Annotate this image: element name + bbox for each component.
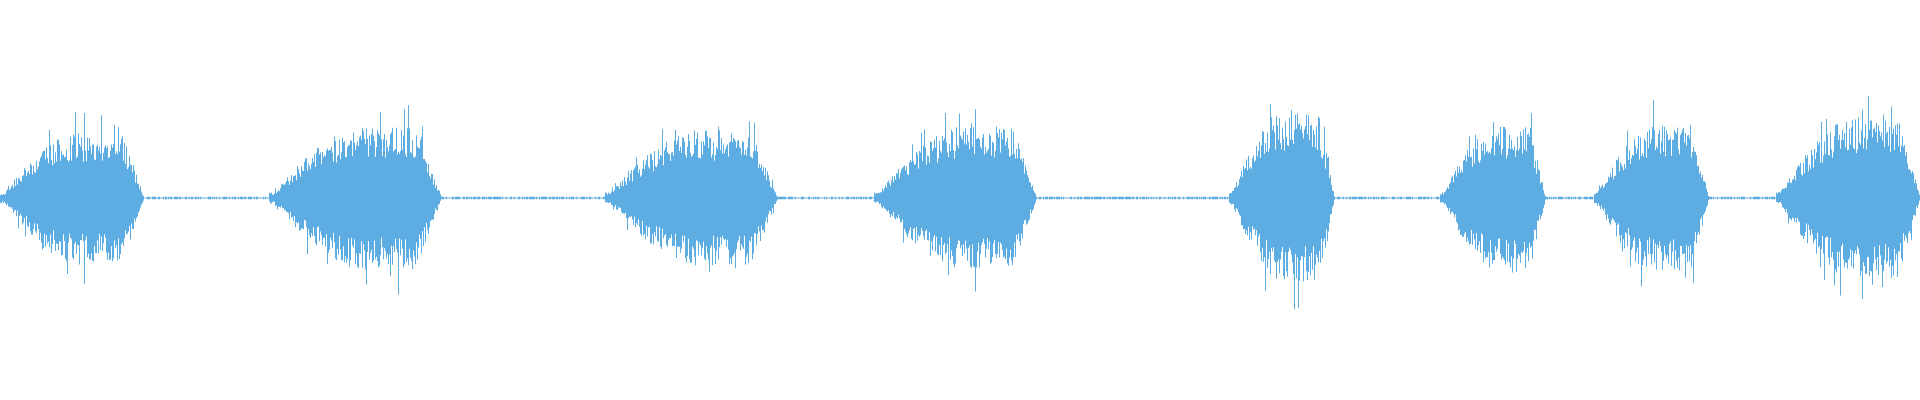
waveform-bars — [0, 96, 1920, 310]
